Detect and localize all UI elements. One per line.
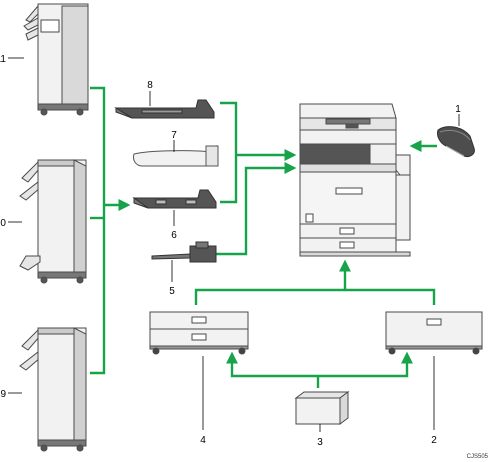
- callout-9: 9: [0, 389, 6, 400]
- connector-lines: [90, 86, 437, 388]
- callout-3: 3: [317, 437, 323, 448]
- callout-10: 10: [0, 218, 6, 229]
- callout-numbers: 1 2 3 4 5 6 7 8 9 10 11: [0, 54, 461, 448]
- leader-lines: [8, 57, 460, 432]
- main-copier: [299, 103, 411, 257]
- part-9-finisher: [19, 327, 87, 452]
- part3-right-arrow: [318, 351, 413, 378]
- part-8-tray: [114, 99, 215, 119]
- part-10-finisher: [19, 159, 87, 284]
- callout-5: 5: [169, 286, 175, 297]
- callout-2: 2: [431, 435, 437, 446]
- part-6-tray: [132, 189, 217, 209]
- part-4-paper-feed-unit: [149, 311, 249, 355]
- part-7-tray: [133, 144, 219, 167]
- part-11-finisher: [23, 3, 89, 116]
- part5-to-copier-arrow: [216, 162, 297, 256]
- callout-6: 6: [171, 230, 177, 241]
- callout-11: 11: [0, 54, 6, 65]
- callout-8: 8: [147, 80, 153, 91]
- part-5-bridge-unit: [151, 241, 217, 263]
- feed-units-bracket-line: [194, 288, 436, 305]
- callout-1: 1: [455, 104, 461, 115]
- figure-code: CJS505: [467, 454, 489, 460]
- part-1-handset: [437, 126, 475, 157]
- part-3-box: [294, 391, 350, 425]
- part3-left-arrow: [226, 351, 318, 378]
- finisher-bracket-line: [90, 86, 106, 375]
- part-2-large-capacity-tray: [385, 311, 483, 355]
- callout-4: 4: [200, 435, 206, 446]
- callout-7: 7: [171, 130, 177, 141]
- tray-bracket-line: [220, 101, 238, 204]
